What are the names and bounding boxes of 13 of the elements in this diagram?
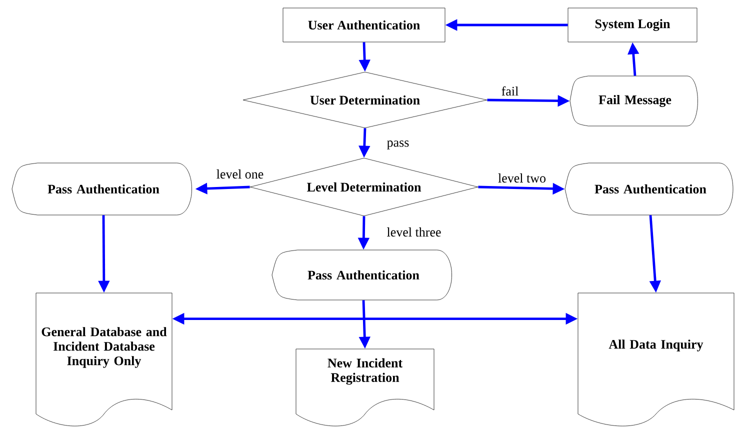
edge-label: pass: [386, 140, 410, 150]
edge-label: level two: [497, 172, 547, 184]
display-shape: Pass Authentication: [272, 250, 452, 300]
document-shape: All Data Inquiry: [578, 292, 734, 426]
edge-label: fail: [500, 85, 520, 97]
document-shape: New Incident Registration: [296, 348, 434, 426]
edge-label: level three: [386, 226, 442, 238]
display-shape: Pass Authentication: [564, 162, 734, 216]
process-box: User Authentication: [282, 8, 446, 42]
document-shape: General Database and Incident Database Inquiry Only: [36, 292, 172, 426]
process-box: System Login: [568, 8, 698, 42]
display-shape: Fail Message: [570, 76, 698, 126]
display-shape: Pass Authentication: [12, 162, 192, 216]
